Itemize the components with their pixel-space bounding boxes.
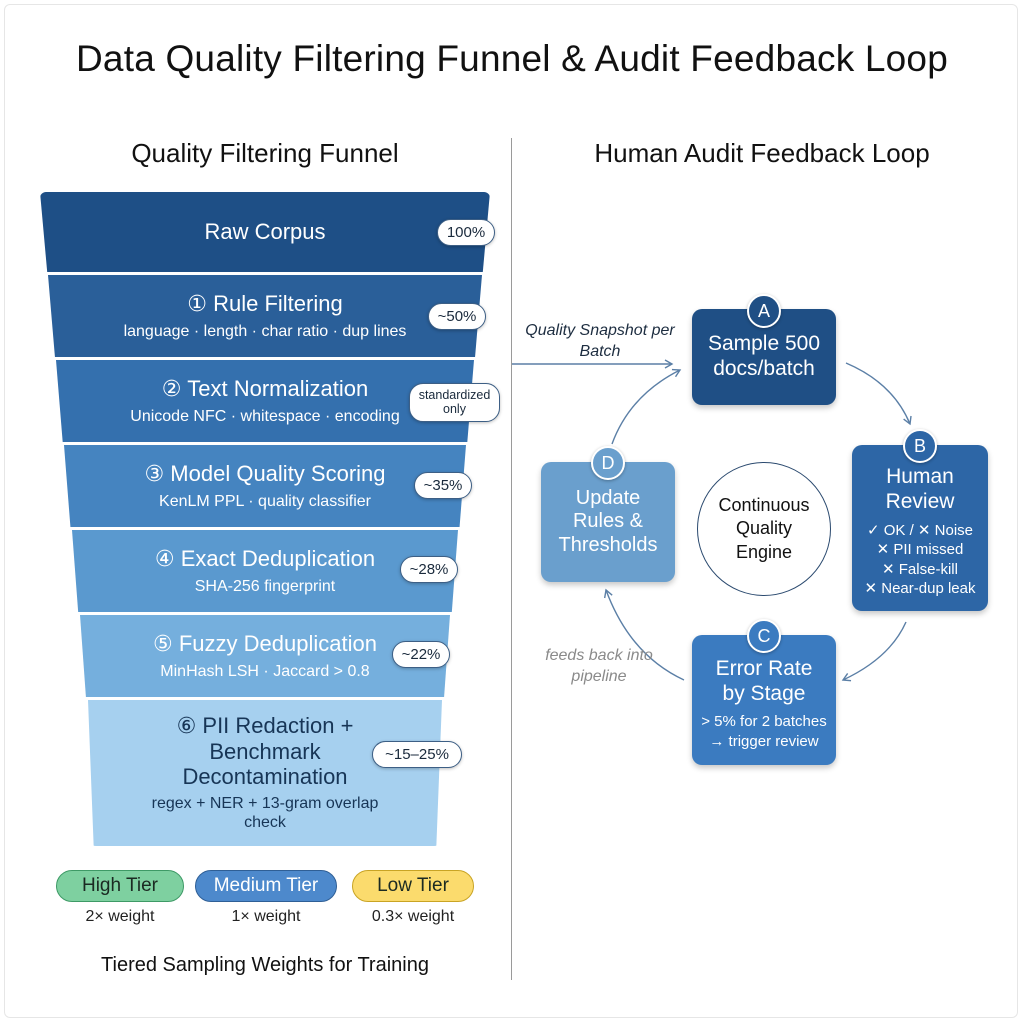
stage-title: Raw Corpus	[204, 219, 326, 245]
node-badge-a: A	[747, 294, 781, 328]
stage-subtitle: SHA-256 fingerprint	[194, 577, 336, 595]
node-title: Update Rules & Thresholds	[558, 486, 658, 556]
tier-high-weight: 2× weight	[85, 908, 155, 925]
node-human-review: Human Review ✓ OK / ✕ Noise ✕ PII missed…	[852, 445, 988, 611]
tiers-caption: Tiered Sampling Weights for Training	[101, 954, 429, 976]
node-details: > 5% for 2 batches → trigger review	[701, 712, 827, 751]
funnel-stage-pii-redaction: ⑥ PII Redaction + Benchmark Decontaminat…	[88, 700, 442, 846]
arrow-b-to-c	[841, 621, 907, 682]
arrow-d-to-a	[611, 368, 682, 445]
stage-subtitle: KenLM PPL · quality classifier	[159, 492, 371, 510]
arrow-a-to-b	[845, 362, 912, 426]
retention-pill: ~15–25%	[372, 741, 462, 768]
node-badge-d: D	[591, 446, 625, 480]
review-line: ✕ Near-dup leak	[864, 580, 976, 598]
snapshot-label: Quality Snapshot per Batch	[525, 322, 675, 360]
tier-medium-weight: 1× weight	[231, 908, 301, 925]
stage-title: ⑤ Fuzzy Deduplication	[153, 631, 377, 657]
funnel-stage-text-normalization: ② Text Normalization Unicode NFC · white…	[56, 360, 474, 442]
section-divider	[511, 138, 512, 980]
review-line: ✕ False-kill	[882, 560, 958, 578]
review-line: ✓ OK / ✕ Noise	[867, 521, 973, 539]
funnel-stage-rule-filtering: ① Rule Filtering language · length · cha…	[48, 275, 482, 357]
loop-heading: Human Audit Feedback Loop	[594, 138, 930, 168]
node-title: Human Review	[885, 465, 955, 513]
retention-pill: ~28%	[400, 556, 458, 583]
arrow-c-to-d	[603, 588, 685, 681]
retention-pill: 100%	[437, 219, 495, 246]
quality-engine-circle: Continuous Quality Engine	[697, 462, 831, 596]
feedback-label: feeds back into pipeline	[545, 647, 653, 685]
tier-low-pill: Low Tier	[352, 870, 474, 902]
page-frame	[4, 4, 1018, 1018]
stage-subtitle: regex + NER + 13-gram overlap check	[151, 795, 379, 832]
node-update-rules: Update Rules & Thresholds	[541, 462, 675, 582]
rule-line: > 5% for 2 batches	[701, 713, 827, 731]
funnel-heading: Quality Filtering Funnel	[131, 138, 399, 168]
tier-medium-pill: Medium Tier	[195, 870, 337, 902]
review-line: ✕ PII missed	[876, 541, 964, 559]
retention-pill: ~22%	[392, 641, 450, 668]
stage-subtitle: Unicode NFC · whitespace · encoding	[130, 407, 400, 425]
stage-title: ② Text Normalization	[161, 376, 369, 402]
node-badge-c: C	[747, 619, 781, 653]
stage-title: ① Rule Filtering	[187, 291, 343, 317]
funnel-stage-raw-corpus: Raw Corpus	[40, 192, 490, 272]
tier-low-weight: 0.3× weight	[371, 908, 455, 925]
funnel-stage-model-quality-scoring: ③ Model Quality Scoring KenLM PPL · qual…	[64, 445, 466, 527]
node-title: Error Rate by Stage	[715, 656, 813, 705]
node-error-rate: Error Rate by Stage > 5% for 2 batches →…	[692, 635, 836, 765]
stage-title: ⑥ PII Redaction + Benchmark Decontaminat…	[176, 713, 354, 789]
stage-subtitle: MinHash LSH · Jaccard > 0.8	[160, 662, 370, 680]
stage-title: ④ Exact Deduplication	[154, 546, 376, 572]
stage-subtitle: language · length · char ratio · dup lin…	[123, 322, 407, 340]
node-title: Sample 500 docs/batch	[707, 332, 821, 380]
retention-pill: standardized only	[409, 383, 500, 422]
node-badge-b: B	[903, 429, 937, 463]
funnel-stage-exact-deduplication: ④ Exact Deduplication SHA-256 fingerprin…	[72, 530, 458, 612]
retention-pill: ~50%	[428, 303, 486, 330]
rule-line: → trigger review	[709, 732, 819, 750]
retention-pill: ~35%	[414, 472, 472, 499]
funnel-stage-fuzzy-deduplication: ⑤ Fuzzy Deduplication MinHash LSH · Jacc…	[80, 615, 450, 697]
tier-high-pill: High Tier	[56, 870, 184, 902]
page-title: Data Quality Filtering Funnel & Audit Fe…	[76, 38, 948, 79]
node-details: ✓ OK / ✕ Noise ✕ PII missed ✕ False-kill…	[865, 521, 976, 599]
stage-title: ③ Model Quality Scoring	[144, 461, 386, 487]
